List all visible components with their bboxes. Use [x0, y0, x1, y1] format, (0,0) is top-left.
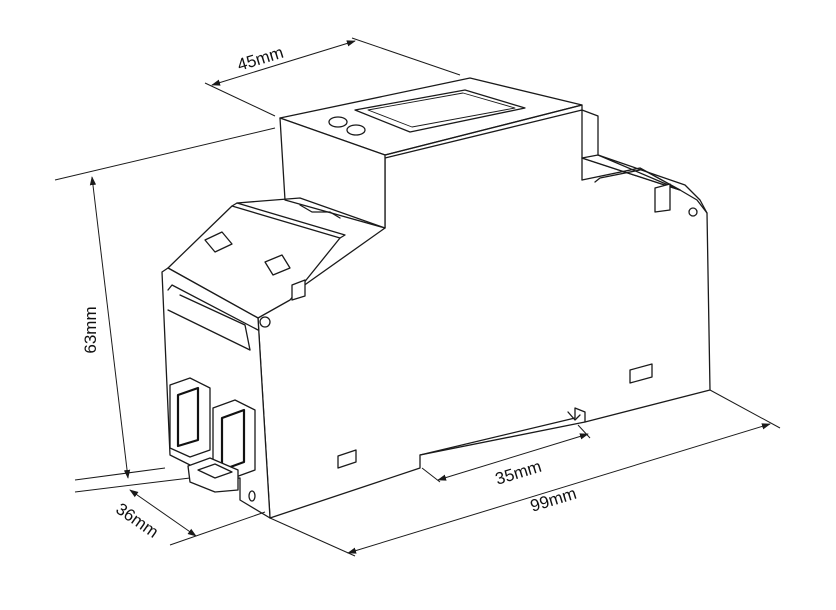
- dim-line-63mm: [89, 176, 131, 479]
- label-99mm: 99mm: [528, 484, 579, 516]
- side-slot-3: [654, 183, 671, 213]
- dim-line-35mm: [437, 433, 589, 481]
- label-35mm: 35mm: [493, 457, 544, 489]
- dim-line-45mm: [211, 40, 356, 86]
- meter-body: [161, 77, 711, 519]
- front-screw-top: [259, 316, 271, 328]
- din-latch: [187, 457, 239, 493]
- side-screw: [688, 207, 698, 217]
- dim-line-99mm: [347, 423, 771, 554]
- side-clip: [291, 279, 306, 301]
- label-63mm: 63mm: [81, 306, 100, 353]
- front-screw-bottom: [248, 490, 256, 502]
- terminal-block-1: [169, 377, 211, 458]
- led-indicator-2: [346, 124, 366, 136]
- terminal-opening-1: [204, 231, 233, 253]
- terminal-opening-2: [264, 254, 291, 276]
- rear-section: [581, 154, 681, 191]
- dim-line-36mm: [129, 489, 197, 537]
- label-36mm: 36mm: [112, 499, 162, 542]
- led-indicator-1: [328, 116, 348, 128]
- dimension-lines: [54, 37, 781, 557]
- side-slot-2: [629, 363, 653, 384]
